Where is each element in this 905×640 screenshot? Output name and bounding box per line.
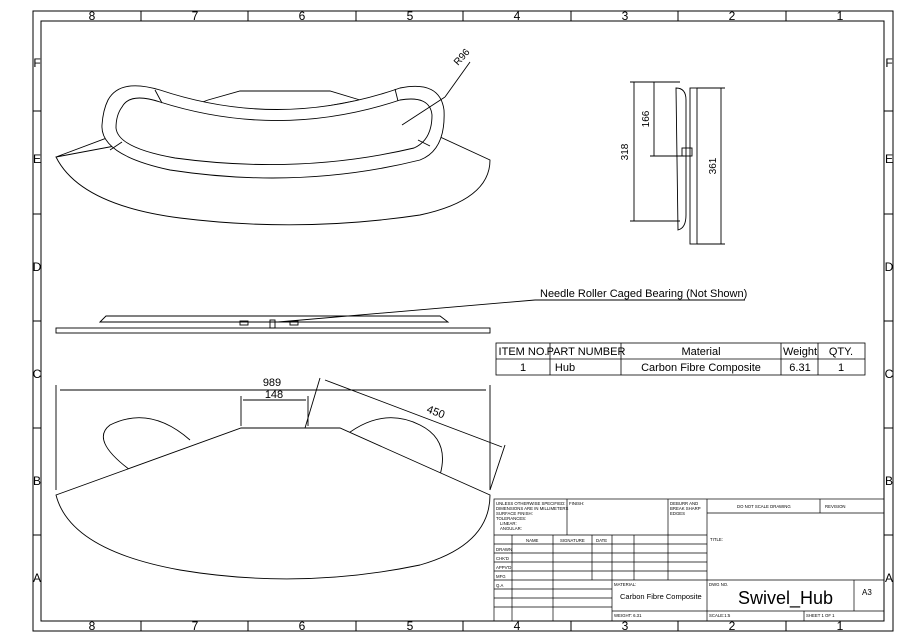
tb-row-label: Q.A <box>496 583 504 588</box>
bom-header: Weight <box>783 346 817 358</box>
tb-col-signature: SIGNATURE <box>560 538 585 543</box>
tb-dwg-no-label: DWG NO. <box>709 582 728 587</box>
zone-row-right: C <box>885 367 894 381</box>
title-block-text: UNLESS OTHERWISE SPECIFIED: DIMENSIONS A… <box>496 501 846 618</box>
tb-finish: FINISH: <box>569 501 584 506</box>
bom-table <box>495 342 866 376</box>
tb-note: DIMENSIONS ARE IN MILLIMETERS <box>496 506 568 511</box>
bottom-view-lobe-right <box>339 417 443 476</box>
zone-col-bottom: 5 <box>407 619 414 633</box>
tb-title-label: TITLE: <box>710 537 723 542</box>
radius-leader-ext <box>444 61 471 98</box>
tb-material-label: MATERIAL: <box>614 582 636 587</box>
tb-note: UNLESS OTHERWISE SPECIFIED: <box>496 501 565 506</box>
zone-row-right: F <box>885 56 892 70</box>
tb-col-date: DATE <box>596 538 607 543</box>
tb-dwg-no-value: Swivel_Hub <box>738 588 833 609</box>
tb-deburr: DEBURR AND <box>670 501 698 506</box>
top-view-bracket <box>207 90 361 101</box>
zone-col-bottom: 3 <box>622 619 629 633</box>
top-view <box>55 61 491 226</box>
zone-col-top: 6 <box>299 9 306 23</box>
dim-148: 148 <box>265 389 283 401</box>
bom-cell: 6.31 <box>789 362 810 374</box>
side-view-plate <box>689 87 698 245</box>
tb-row-label: CHK'D <box>496 556 509 561</box>
bom-cell: Carbon Fibre Composite <box>641 362 761 374</box>
zone-row-left: E <box>33 152 41 166</box>
zone-row-left: F <box>33 56 40 70</box>
zone-col-top: 1 <box>837 9 844 23</box>
bom-header: ITEM NO. <box>499 346 548 358</box>
tb-note: TOLERANCES: <box>496 516 526 521</box>
dim-361: 361 <box>708 157 719 174</box>
bom-cell: 1 <box>838 362 844 374</box>
bottom-view-lobe-left <box>102 417 191 471</box>
bottom-view <box>55 377 506 580</box>
bearing-callout: Needle Roller Caged Bearing (Not Shown) <box>540 288 747 300</box>
zone-row-right: A <box>885 571 893 585</box>
bottom-view-body <box>55 427 491 580</box>
zone-col-top: 7 <box>192 9 199 23</box>
tb-sheet: SHEET 1 OF 1 <box>806 613 835 618</box>
tb-row-label: MFG <box>496 574 506 579</box>
top-view-kidney-outer <box>101 85 445 179</box>
zone-row-left: C <box>33 367 42 381</box>
tb-col-name: NAME <box>526 538 539 543</box>
zone-col-bottom: 2 <box>729 619 736 633</box>
front-view <box>55 299 745 334</box>
zone-col-top: 4 <box>514 9 521 23</box>
bom-cell: Hub <box>555 362 575 374</box>
bom-cell: 1 <box>520 362 526 374</box>
tb-deburr: BREAK SHARP <box>670 506 701 511</box>
tb-row-label: APPV'D <box>496 565 511 570</box>
dim-989: 989 <box>263 377 281 389</box>
tb-deburr: EDGES <box>670 511 685 516</box>
tb-scale: SCALE:1:5 <box>709 613 731 618</box>
zone-col-bottom: 8 <box>89 619 96 633</box>
zone-col-bottom: 1 <box>837 619 844 633</box>
front-view-base-plate <box>55 327 491 334</box>
zone-col-top: 5 <box>407 9 414 23</box>
zone-row-left: D <box>33 260 42 274</box>
top-view-kidney-inner <box>115 97 433 166</box>
tb-material-value: Carbon Fibre Composite <box>620 592 702 601</box>
callout-leader <box>277 299 536 323</box>
zone-ticks <box>33 11 893 631</box>
front-view-top <box>98 315 450 323</box>
zone-labels: 8 7 6 5 4 3 2 1 8 7 6 5 4 3 2 1 F E D C … <box>33 9 894 633</box>
tb-row-label: DRAWN <box>496 547 512 552</box>
tb-note: SURFACE FINISH: <box>496 511 533 516</box>
zone-col-bottom: 4 <box>514 619 521 633</box>
side-view-bearing <box>681 147 693 157</box>
side-view <box>630 81 725 245</box>
zone-row-left: A <box>33 571 41 585</box>
bom-text: ITEM NO. PART NUMBER Material Weight QTY… <box>499 346 854 374</box>
zone-col-bottom: 6 <box>299 619 306 633</box>
side-view-profile <box>675 87 687 231</box>
zone-col-top: 3 <box>622 9 629 23</box>
bom-header: Material <box>681 346 720 358</box>
bom-header: PART NUMBER <box>547 346 626 358</box>
zone-row-right: B <box>885 474 893 488</box>
radius-leader <box>401 96 446 126</box>
zone-col-top: 2 <box>729 9 736 23</box>
zone-row-left: B <box>33 474 41 488</box>
dim-166: 166 <box>641 110 652 127</box>
tb-revision: REVISION <box>825 504 846 509</box>
bom-header: QTY. <box>829 346 853 358</box>
tb-note: ANGULAR: <box>500 526 522 531</box>
zone-row-right: D <box>885 260 894 274</box>
tb-size: A3 <box>862 588 872 597</box>
radius-dimension: R96 <box>452 47 473 68</box>
tb-weight: WEIGHT: 6.31 <box>614 613 642 618</box>
title-block <box>493 498 885 622</box>
zone-col-top: 8 <box>89 9 96 23</box>
dim-318: 318 <box>620 143 631 160</box>
zone-col-bottom: 7 <box>192 619 199 633</box>
tb-note: LINEAR: <box>500 521 517 526</box>
zone-row-right: E <box>885 152 893 166</box>
tb-do-not-scale: DO NOT SCALE DRAWING <box>737 504 791 509</box>
